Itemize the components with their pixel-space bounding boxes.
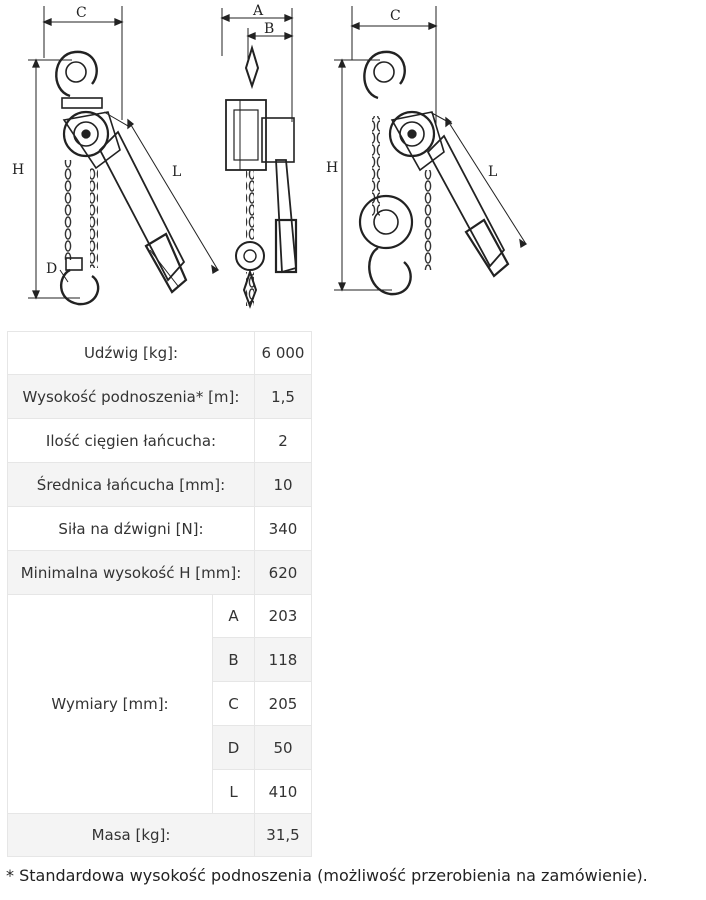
spec-value-chain-falls: 2 (254, 418, 312, 463)
middle-view (220, 8, 298, 309)
table-row: B 118 (8, 637, 312, 682)
dimension-key-l: L (212, 769, 255, 814)
spec-value-chain-diameter: 10 (254, 462, 312, 507)
table-row: Udźwig [kg]: 6 000 (7, 331, 312, 375)
dim-label-c-right: C (390, 8, 401, 24)
spec-value-lift-height: 1,5 (254, 374, 312, 419)
spec-value-lever-force: 340 (254, 506, 312, 551)
dim-label-b: B (264, 21, 274, 37)
dimension-key-b: B (212, 637, 255, 682)
dim-label-a: A (252, 3, 264, 19)
table-row: Wymiary [mm]: A 203 (7, 594, 312, 814)
table-row: Wysokość podnoszenia* [m]: 1,5 (7, 374, 312, 419)
dimension-value-d: 50 (254, 725, 312, 770)
spec-label-lift-height: Wysokość podnoszenia* [m]: (7, 374, 255, 419)
spec-label-lever-force: Siła na dźwigni [N]: (7, 506, 255, 551)
spec-value-mass: 31,5 (254, 813, 312, 857)
spec-value-capacity: 6 000 (254, 331, 312, 375)
spec-label-chain-diameter: Średnica łańcucha [mm]: (7, 462, 255, 507)
dimension-value-a: 203 (254, 594, 312, 638)
spec-label-chain-falls: Ilość cięgien łańcucha: (7, 418, 255, 463)
dim-label-c-left: C (76, 5, 87, 21)
spec-value-min-height: 620 (254, 550, 312, 595)
specification-table: Udźwig [kg]: 6 000 Wysokość podnoszenia*… (7, 331, 312, 857)
table-row: C 205 (8, 681, 312, 726)
right-view (334, 6, 528, 296)
table-row: Średnica łańcucha [mm]: 10 (7, 462, 312, 507)
dim-label-l-left: L (172, 164, 181, 180)
dimension-key-c: C (212, 681, 255, 726)
dimension-value-c: 205 (254, 681, 312, 726)
left-view (28, 6, 220, 306)
spec-label-dimensions: Wymiary [mm]: (7, 594, 213, 814)
spec-label-min-height: Minimalna wysokość H [mm]: (7, 550, 255, 595)
spec-label-mass: Masa [kg]: (7, 813, 255, 857)
table-row: Ilość cięgien łańcucha: 2 (7, 418, 312, 463)
spec-label-capacity: Udźwig [kg]: (7, 331, 255, 375)
dim-label-d: D (46, 261, 57, 277)
footnote: * Standardowa wysokość podnoszenia (możl… (6, 866, 648, 885)
hoist-technical-drawing: C H L D A B (0, 0, 560, 320)
dimension-key-d: D (212, 725, 255, 770)
dim-label-h-left: H (12, 162, 24, 178)
table-row: Minimalna wysokość H [mm]: 620 (7, 550, 312, 595)
table-row: Masa [kg]: 31,5 (7, 813, 312, 857)
dimension-value-b: 118 (254, 637, 312, 682)
dimension-key-a: A (212, 594, 255, 638)
table-row: Siła na dźwigni [N]: 340 (7, 506, 312, 551)
dim-label-h-right: H (326, 160, 338, 176)
table-row: L 410 (8, 769, 312, 814)
dimension-value-l: 410 (254, 769, 312, 814)
dim-label-l-right: L (488, 164, 497, 180)
